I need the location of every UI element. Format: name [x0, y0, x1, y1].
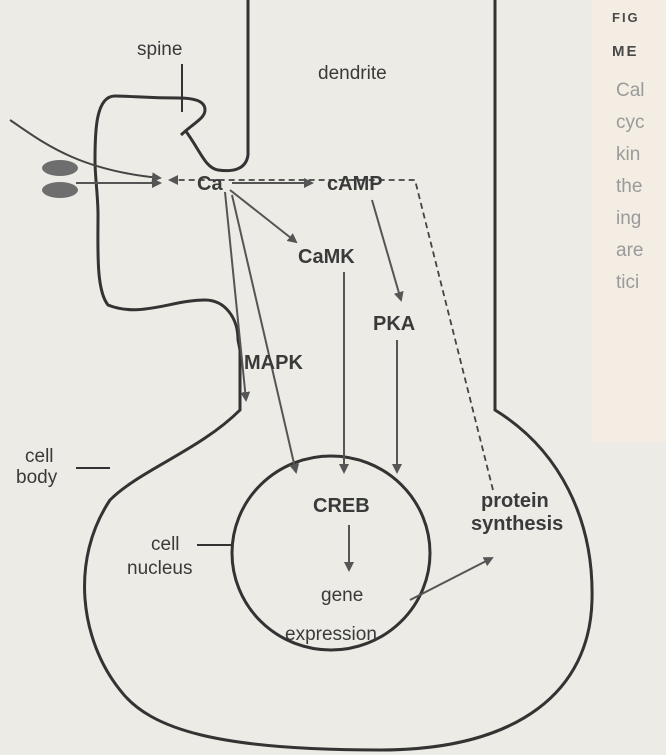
- spine-head: [103, 90, 180, 285]
- incoming-fiber: [10, 120, 160, 178]
- spine-label: spine: [137, 39, 182, 60]
- cell-body-label-line1: cell: [25, 446, 54, 467]
- ca-label: Ca: [197, 173, 223, 195]
- feedback-dashed-arrow: [170, 180, 493, 490]
- caption-heading-line1: FIG: [612, 10, 666, 25]
- creb-label: CREB: [313, 495, 370, 517]
- caption-line: are: [616, 235, 666, 267]
- cell-nucleus: [232, 456, 430, 650]
- mapk-label: MAPK: [244, 352, 303, 374]
- cell-body-label-line2: body: [16, 467, 58, 488]
- camk-label: CaMK: [298, 246, 355, 268]
- cell-nucleus-label-line1: cell: [151, 534, 180, 555]
- caption-line: Cal: [616, 75, 666, 107]
- spine-neck: [185, 0, 248, 171]
- ca-to-camk-arrow: [230, 190, 296, 242]
- caption-line: cyc: [616, 107, 666, 139]
- protein-label-line1: protein: [481, 490, 549, 512]
- cell-nucleus-label-line2: nucleus: [127, 558, 193, 579]
- caption-line: kin: [616, 139, 666, 171]
- caption-line: tici: [616, 267, 666, 299]
- gene-label-line2: expression: [285, 624, 377, 645]
- caption-panel: FIG ME Cal cyc kin the ing are tici: [592, 0, 666, 442]
- caption-heading-line2: ME: [612, 43, 666, 60]
- dendrite-label: dendrite: [318, 63, 387, 84]
- caption-line: ing: [616, 203, 666, 235]
- gene-to-protein-arrow: [410, 558, 492, 600]
- ion-channel-bottom: [42, 182, 78, 198]
- ion-channel-top: [42, 160, 78, 176]
- camp-to-pka-arrow: [372, 200, 401, 300]
- caption-line: the: [616, 171, 666, 203]
- camp-label: cAMP: [327, 173, 383, 195]
- protein-label-line2: synthesis: [471, 513, 563, 535]
- gene-label-line1: gene: [321, 585, 363, 606]
- ca-to-mapk-arrow: [225, 192, 246, 400]
- ca-to-nucleus-arrow: [232, 195, 296, 472]
- pka-label: PKA: [373, 313, 415, 335]
